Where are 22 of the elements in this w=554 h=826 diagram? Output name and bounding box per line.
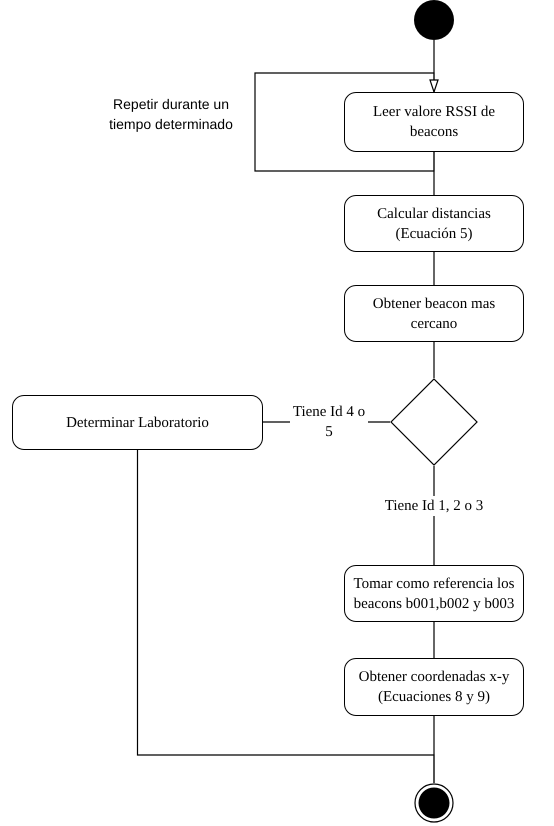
connector [254,72,439,172]
action-text: Obtener coordenadas x-y (Ecuaciones 8 y 9) [358,668,510,707]
final-node [414,783,454,823]
connector [136,450,435,783]
action-box [12,395,263,450]
connector [433,622,435,658]
action-text: Obtener beacon mas cercano [372,294,496,334]
connector [433,252,435,285]
action-box [344,92,524,152]
initial-node [414,0,454,40]
action-box [344,658,524,716]
action-box [344,195,524,252]
action-box [344,565,524,622]
edge-label: Tiene Id 1, 2 o 3 [384,496,484,516]
action-text: Tomar como referencia los beacons b001,b002 y b003 [353,574,515,614]
action-box [344,285,524,342]
action-text: Determinar Laboratorio [66,414,209,432]
action-text: Leer valore RSSI de beacons [372,103,496,142]
decision-diamond [390,378,478,466]
connector [433,152,435,195]
connector [433,342,435,378]
action-text: Calcular distancias (Ecuación 5) [376,204,492,244]
